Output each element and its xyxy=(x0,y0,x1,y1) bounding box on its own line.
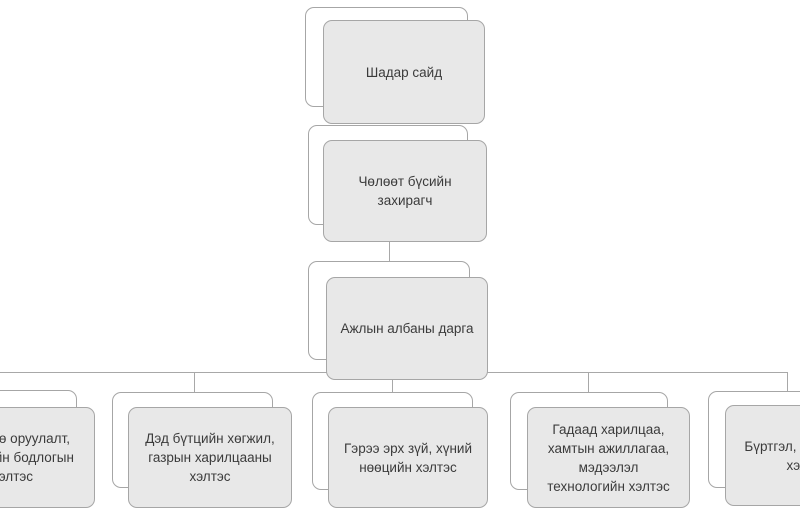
connector-governor-to-chief xyxy=(389,242,390,261)
org-node-investment-development-policy-dept[interactable]: Хөрөнгө оруулалт, хөгжлийн бодлогын хэлт… xyxy=(0,407,95,508)
connector-drop-infrastructure-dept xyxy=(194,372,195,392)
org-node-contract-legal-hr-dept[interactable]: Гэрээ эрх зүй, хүний нөөцийн хэлтэс xyxy=(328,407,488,508)
connector-drop-legal-hr-dept xyxy=(392,372,393,392)
org-node-foreign-relations-cooperation-it-dept[interactable]: Гадаад харилцаа, хамтын ажиллагаа, мэдээ… xyxy=(527,407,690,508)
org-node-infrastructure-land-relations-dept[interactable]: Дэд бүтцийн хөгжил, газрын харилцааны хэ… xyxy=(128,407,292,508)
org-node-registration-finance-dept[interactable]: Бүртгэл, санхүүгийн хэлтэс xyxy=(725,405,800,506)
connector-drop-foreign-relations-dept xyxy=(588,372,589,392)
org-node-head-of-working-office[interactable]: Ажлын албаны дарга xyxy=(326,277,488,380)
org-node-free-zone-governor[interactable]: Чөлөөт бүсийн захирагч xyxy=(323,140,487,242)
org-node-deputy-prime-minister[interactable]: Шадар сайд xyxy=(323,20,485,124)
connector-drop-registration-dept xyxy=(787,372,788,391)
